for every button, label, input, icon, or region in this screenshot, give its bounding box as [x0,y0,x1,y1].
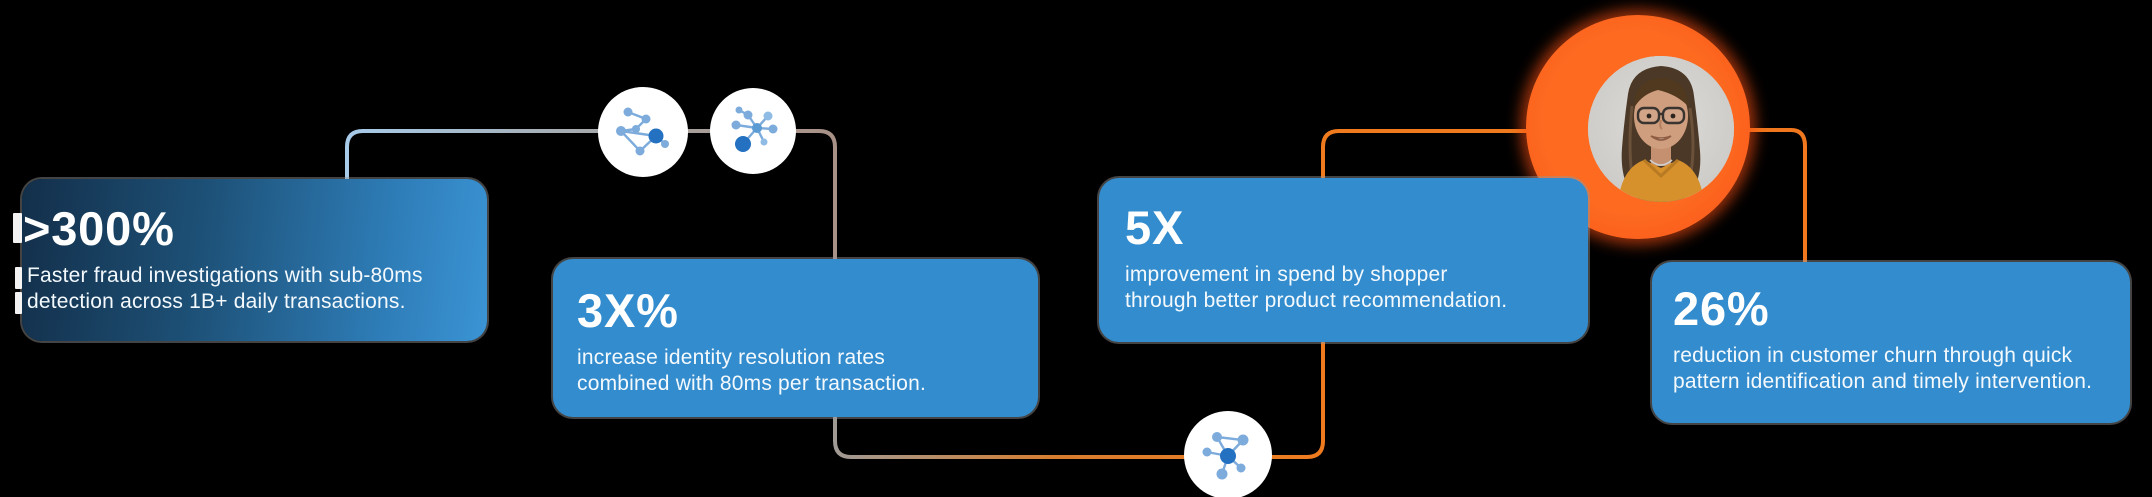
connector-avatar-to-card4 [1738,128,1807,264]
connector-card2-to-avatar [833,129,1545,459]
network-node-badge-2 [710,88,796,174]
clipped-text-artifact [15,267,22,289]
stat-value: 26% [1673,282,1770,335]
stat-card-fraud-investigations: >300% Faster fraud investigations with s… [22,179,487,341]
network-graph-scatter-icon [616,107,669,156]
stat-value: >300% [23,202,175,255]
stat-description: reduction in customer churn through quic… [1673,343,2093,393]
network-graph-hub-icon [731,106,778,152]
stat-value: 3X% [577,284,679,337]
stat-description: Faster fraud investigations with sub-80m… [27,263,423,313]
clipped-text-artifact [15,292,22,314]
clipped-text-artifact [13,213,22,243]
stat-card-customer-churn: 26% reduction in customer churn through … [1652,262,2130,423]
network-graph-triangle-icon [1202,432,1249,480]
customer-portrait-photo [1588,56,1734,202]
stat-card-shopper-spend: 5X improvement in spend by shopper throu… [1099,178,1588,342]
stat-card-identity-resolution: 3X% increase identity resolution rates c… [553,259,1038,417]
connector-card1-to-card2 [345,129,837,261]
stat-description: improvement in spend by shopper through … [1125,262,1508,312]
network-node-badge-3 [1184,411,1272,497]
avatar-orange-ring [1526,15,1750,239]
network-node-badge-1 [598,87,688,177]
portrait-illustration [1588,56,1734,202]
stat-description: increase identity resolution rates combi… [577,345,926,395]
stat-value: 5X [1125,201,1185,254]
